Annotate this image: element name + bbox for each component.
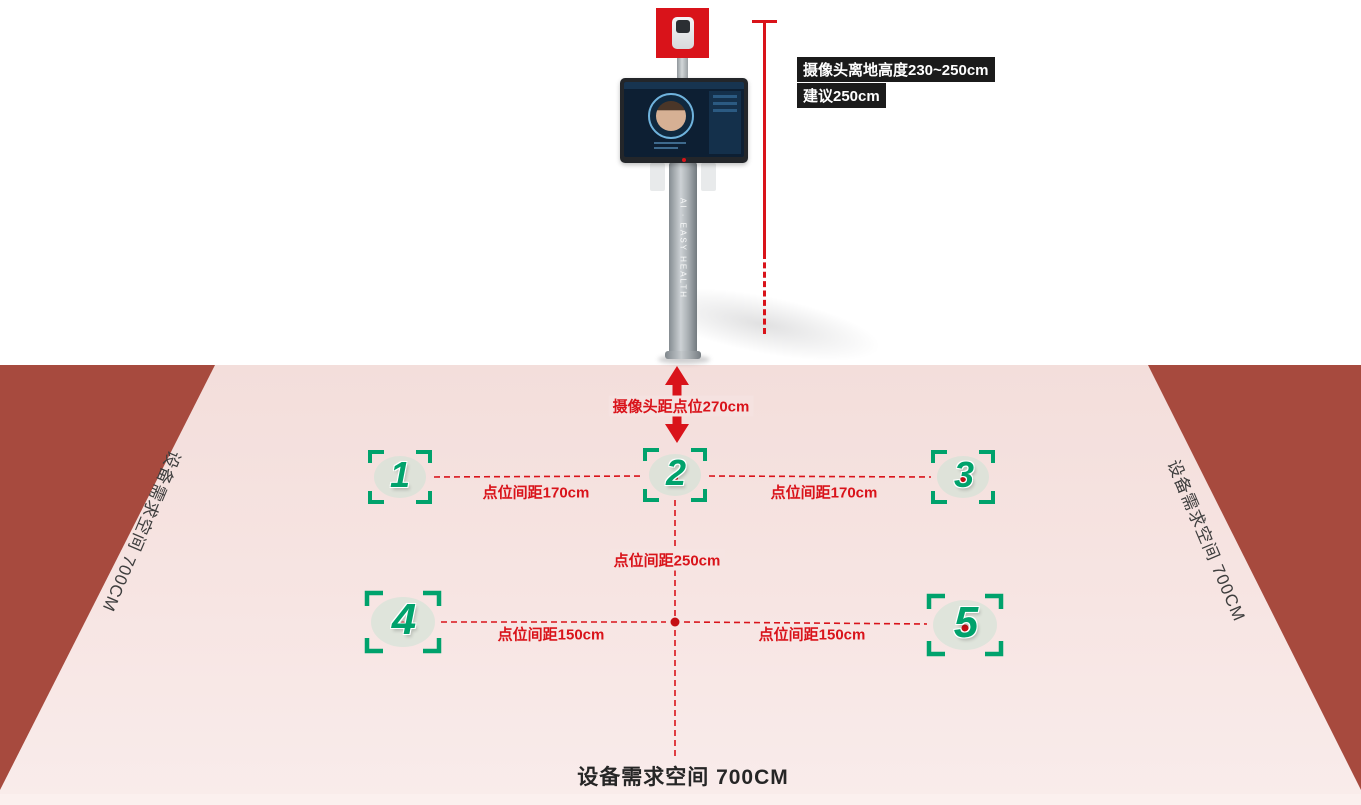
spacing-guide-lines	[433, 475, 932, 757]
point-4-number: 4	[391, 595, 417, 644]
panel-line	[713, 102, 737, 105]
monitor-logo-dot	[682, 158, 686, 162]
camera-height-note-line1: 摄像头离地高度230~250cm	[797, 57, 995, 82]
device-foot	[665, 351, 701, 359]
gap-150-left-label: 点位间距150cm	[497, 626, 605, 644]
point-2-number: 2	[665, 452, 687, 493]
space-label-bottom: 设备需求空间 700CM	[577, 766, 789, 789]
device-monitor	[620, 78, 748, 163]
point-marker-2	[643, 448, 707, 502]
monitor-mount-left	[650, 163, 665, 191]
gap-170-right-label: 点位间距170cm	[770, 484, 878, 502]
camera-distance-label: 摄像头距点位270cm	[608, 395, 754, 417]
panel-line	[713, 109, 737, 112]
point-marker-4	[364, 590, 442, 654]
point-marker-3	[931, 450, 995, 504]
point-5-number: 5	[953, 598, 979, 647]
monitor-screen	[624, 82, 744, 157]
brand-label: AI · EASY HEALTH	[678, 198, 688, 300]
camera-height-note-line2: 建议250cm	[797, 83, 886, 108]
camera-highlight-box	[656, 8, 709, 58]
measure-line-solid	[763, 20, 766, 253]
camera-icon	[671, 17, 694, 49]
gap-250-label: 点位间距250cm	[609, 549, 725, 571]
measure-line-dashed	[763, 253, 766, 334]
point-marker-5	[926, 593, 1004, 657]
gap-170-left-label: 点位间距170cm	[482, 484, 590, 502]
floor-mat-edge	[0, 794, 1361, 805]
point-marker-1	[368, 450, 432, 504]
point-1-number: 1	[389, 454, 411, 495]
screen-text-line	[654, 147, 678, 149]
monitor-mount-right	[701, 163, 716, 191]
gap-150-right-label: 点位间距150cm	[758, 626, 866, 644]
device-column: AI · EASY HEALTH	[669, 162, 697, 356]
screen-side-panel	[709, 91, 741, 154]
screen-text-line	[654, 142, 686, 144]
face-detect-ring	[648, 93, 694, 139]
floor-mat	[0, 365, 1361, 805]
point-3-number: 3	[953, 454, 975, 495]
panel-line	[713, 95, 737, 98]
camera-lens-icon	[675, 20, 690, 33]
camera-height-note: 摄像头离地高度230~250cm 建议250cm	[797, 57, 995, 109]
screen-topbar	[624, 82, 744, 89]
detected-face	[656, 101, 686, 131]
device-foot-shadow	[658, 355, 710, 364]
center-reference-dot	[670, 617, 680, 627]
